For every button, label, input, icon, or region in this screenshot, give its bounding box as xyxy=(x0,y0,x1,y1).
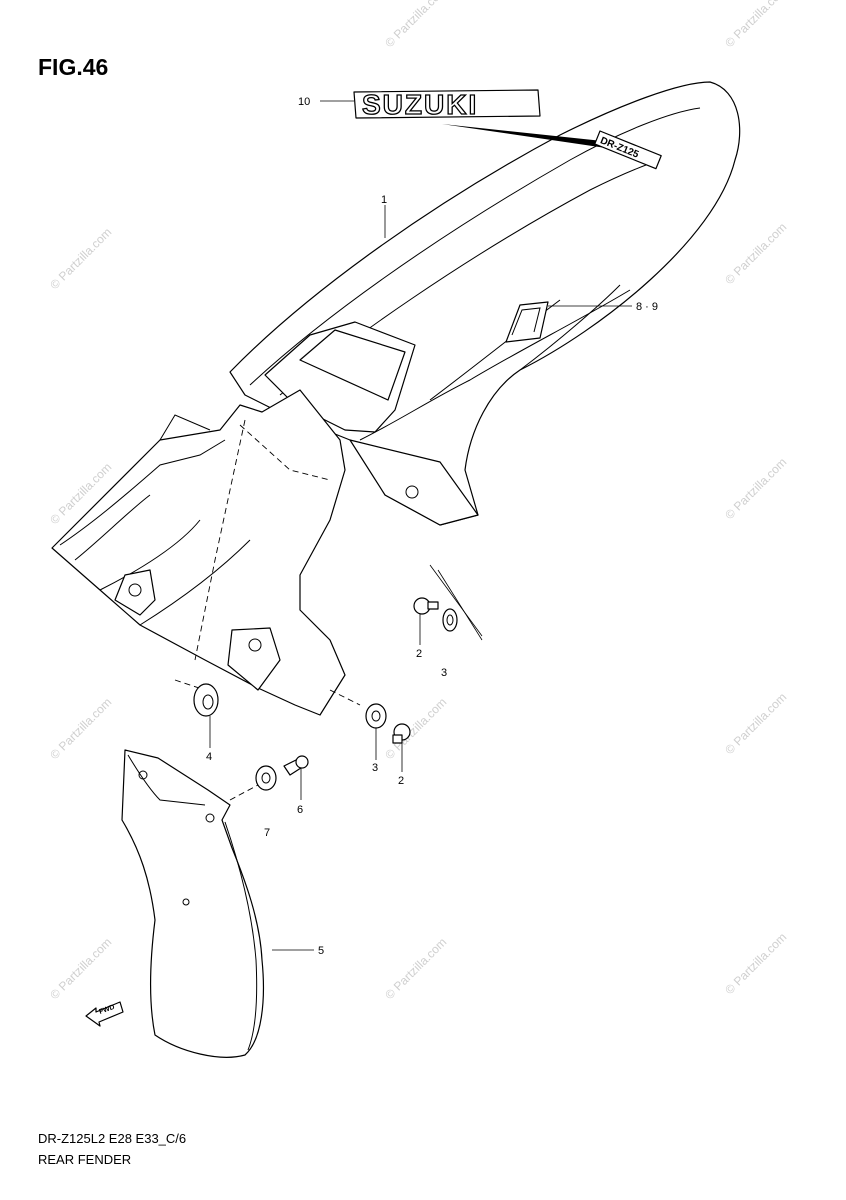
bolt-2-lower xyxy=(392,723,411,744)
watermark: © Partzilla.com xyxy=(47,695,114,762)
watermark: © Partzilla.com xyxy=(382,935,449,1002)
washer-3-lower xyxy=(365,703,387,729)
callout-3-lower: 3 xyxy=(372,762,378,774)
callout-6: 6 xyxy=(297,804,303,816)
figure-name: REAR FENDER xyxy=(38,1152,132,1167)
callout-7: 7 xyxy=(264,827,270,839)
watermark: © Partzilla.com xyxy=(722,455,789,522)
watermark: © Partzilla.com xyxy=(722,930,789,997)
washer-7 xyxy=(255,765,277,791)
callout-leaders xyxy=(209,100,632,951)
callout-labels: 10 1 8 · 9 2 3 4 3 2 6 7 5 xyxy=(206,96,658,957)
watermark: © Partzilla.com xyxy=(47,225,114,292)
callout-2-upper: 2 xyxy=(416,648,422,660)
watermark: © Partzilla.com xyxy=(382,0,449,50)
hardware[interactable] xyxy=(193,564,483,801)
callout-2-lower: 2 xyxy=(398,775,404,787)
nut-4 xyxy=(193,683,219,717)
watermark: © Partzilla.com xyxy=(722,690,789,757)
model-code: DR-Z125L2 E28 E33_C/6 xyxy=(38,1131,187,1146)
suzuki-decal-text: SUZUKI xyxy=(362,89,478,120)
callout-8-9: 8 · 9 xyxy=(636,301,658,313)
inner-fender[interactable] xyxy=(51,389,361,716)
callout-1: 1 xyxy=(381,194,387,206)
watermark: © Partzilla.com xyxy=(722,0,789,50)
callout-5: 5 xyxy=(318,945,324,957)
callout-3-upper: 3 xyxy=(441,667,447,679)
mudflap[interactable] xyxy=(121,749,264,1058)
figure-title: FIG.46 xyxy=(38,54,109,80)
watermark: © Partzilla.com xyxy=(47,935,114,1002)
fwd-arrow-icon: FWD xyxy=(85,1001,124,1027)
suzuki-decal[interactable]: SUZUKI xyxy=(353,88,541,121)
rear-fender[interactable]: DR-Z125 xyxy=(229,81,741,526)
washer-3-upper xyxy=(442,608,458,632)
watermark: © Partzilla.com xyxy=(722,220,789,287)
watermark: © Partzilla.com xyxy=(382,695,449,762)
screw-6 xyxy=(283,755,309,776)
bolt-2-upper xyxy=(413,597,439,615)
callout-4: 4 xyxy=(206,751,212,763)
callout-10: 10 xyxy=(298,96,310,108)
